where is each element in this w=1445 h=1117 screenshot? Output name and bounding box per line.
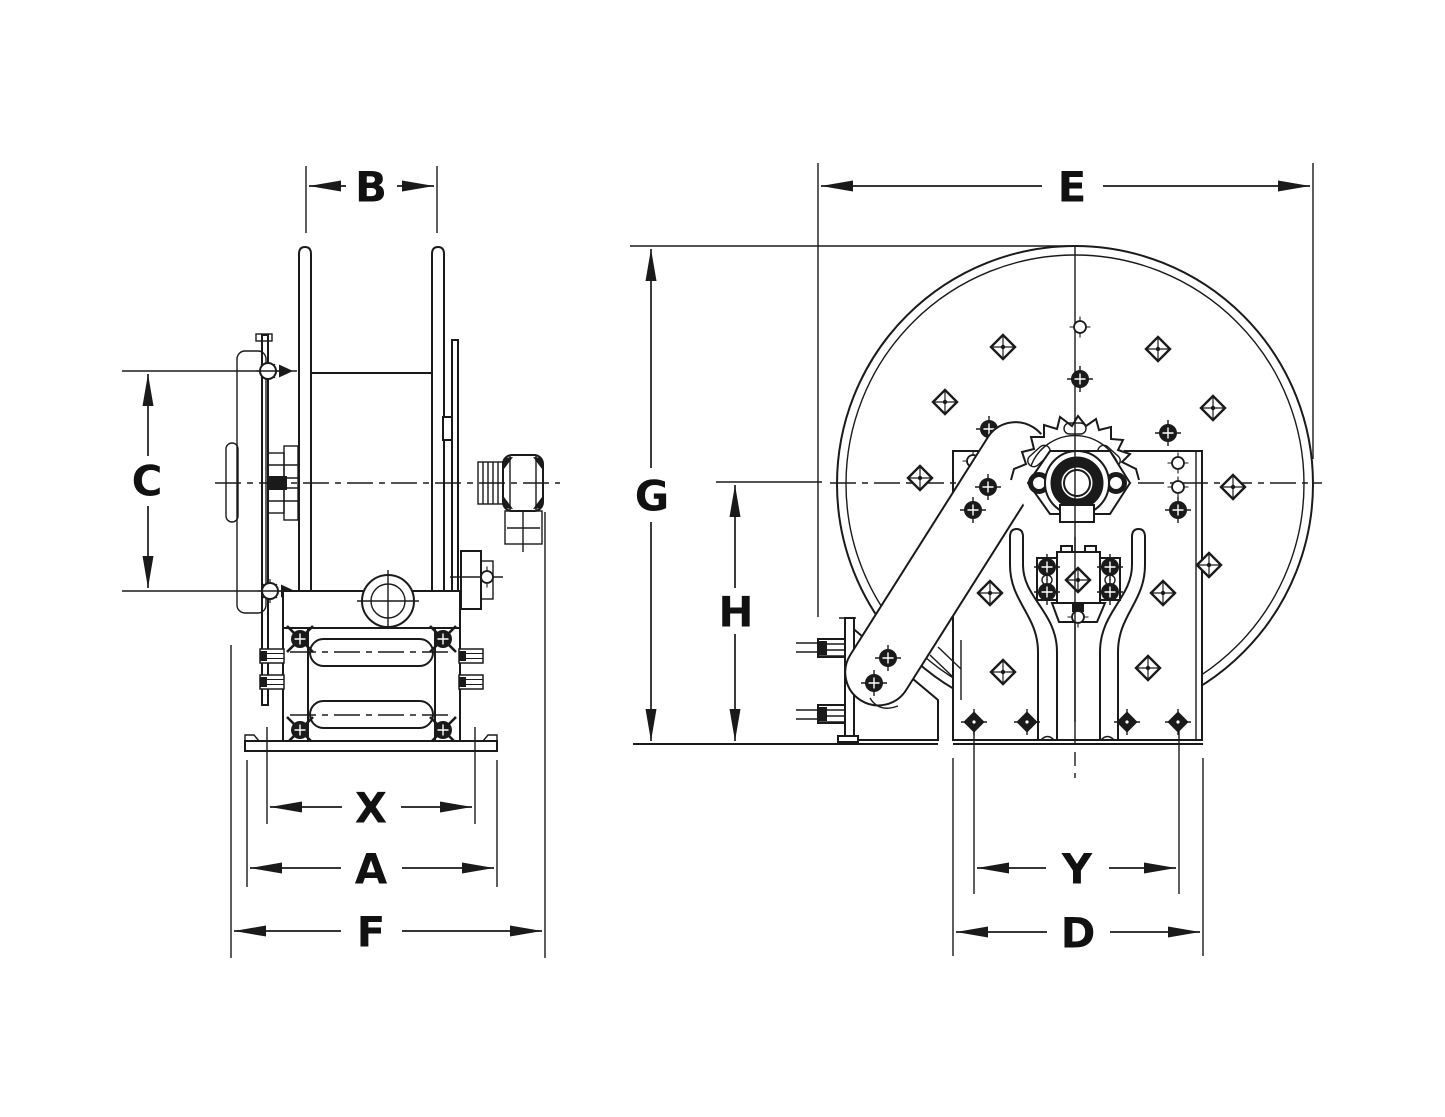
dim-X: X: [266, 727, 476, 833]
front-view: [796, 245, 1322, 778]
dim-label-y: Y: [1061, 845, 1093, 894]
dim-Y: Y: [973, 730, 1180, 894]
hub-block: [1059, 504, 1095, 523]
roller-guide-cage: [259, 624, 484, 745]
dim-label-h: H: [718, 588, 753, 637]
bracket-studs: [796, 638, 846, 724]
cage-stud: [259, 648, 285, 664]
crank-arm: [844, 421, 1050, 707]
dim-H: H: [716, 481, 822, 741]
cage-stud: [458, 674, 484, 690]
dimensions: B C X A F: [122, 163, 1314, 958]
dim-label-g: G: [635, 472, 669, 521]
hub-swivel: [1026, 450, 1132, 523]
dim-F: F: [230, 512, 546, 958]
dim-label-c: C: [132, 457, 163, 506]
dim-A: A: [246, 760, 498, 894]
crank-bracket-outline: [236, 350, 267, 614]
side-view: [215, 245, 560, 752]
dim-label-e: E: [1058, 163, 1087, 212]
dim-D: D: [952, 758, 1204, 958]
side-frame-left: [225, 333, 299, 706]
frame-top-fitting: [255, 333, 273, 342]
dim-label-d: D: [1061, 909, 1096, 958]
crank-assembly: [796, 421, 1050, 743]
swivel-inlet: [477, 454, 544, 552]
fork-roller-block: [1033, 545, 1124, 629]
side-frame-right: [450, 339, 544, 629]
dim-label-b: B: [355, 163, 387, 212]
dim-label-f: F: [357, 908, 386, 957]
dim-label-x: X: [355, 784, 387, 833]
cage-stud: [458, 648, 484, 664]
dim-C: C: [122, 370, 299, 592]
cage-stud: [259, 674, 285, 690]
dim-label-a: A: [355, 845, 388, 894]
crank-handle-hook: [869, 697, 899, 709]
frame-crossmember: [282, 570, 461, 632]
spool-flanges: [298, 245, 455, 628]
dim-B: B: [305, 163, 438, 233]
dim-G: G: [630, 245, 1074, 745]
hose-guide-fork: [1009, 527, 1146, 741]
crank-link-rod: [929, 646, 962, 678]
base-plate-side: [244, 734, 498, 752]
frame-side-bracket: [450, 550, 503, 610]
dim-E: E: [817, 163, 1314, 617]
